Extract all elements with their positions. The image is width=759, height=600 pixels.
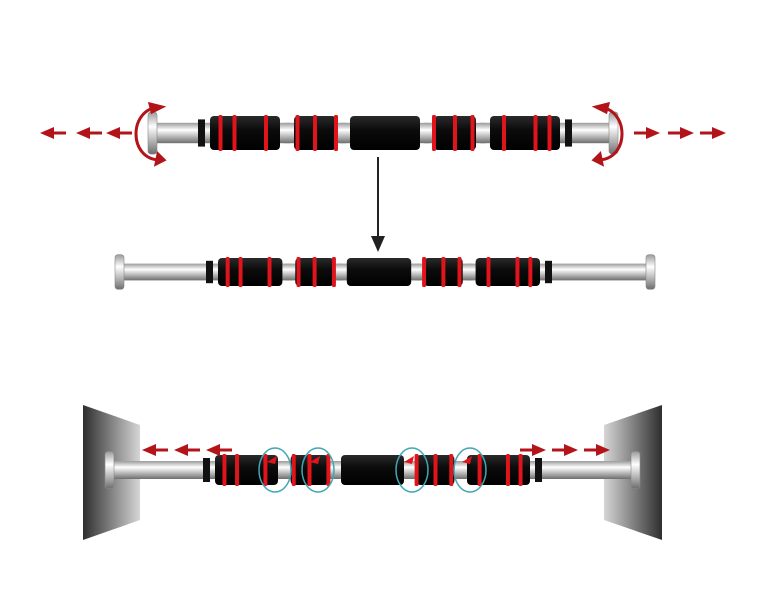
red-arrow-head [206,444,220,456]
bar-middle [114,254,656,290]
extend-left-arrows [40,127,132,139]
red-arrow-head [646,127,660,139]
red-arrow-head [712,127,726,139]
red-ring [477,454,482,486]
lock-collar [203,458,210,482]
foam-grip [210,116,280,150]
foam-grip [490,116,560,150]
foam-grip [341,455,404,485]
chrome-joint [281,461,288,479]
red-ring [295,115,300,151]
inward-arrow-icon [462,456,472,464]
red-ring [291,454,296,486]
bar-top [147,111,619,155]
chrome-joint [284,122,290,144]
red-arrow-head [596,444,610,456]
foam-grip [218,258,283,286]
spiral-loop [301,447,335,493]
red-ring [547,115,552,151]
red-ring [470,115,475,151]
chrome-joint [414,263,421,281]
inward-arrow-icon [310,456,320,464]
push-left-arrows [142,444,232,456]
red-ring [449,454,454,486]
lock-collar [535,458,542,482]
foam-grip [475,258,540,286]
red-arrow-head [680,127,694,139]
red-ring [331,257,336,287]
red-ring [505,454,510,486]
down-arrow-icon [371,157,385,252]
red-ring [264,115,268,151]
red-ring [307,454,312,486]
red-ring [453,115,457,151]
red-arrow-head [106,127,120,139]
chrome-joint [407,461,414,479]
red-ring [222,454,227,486]
chrome-joint [340,122,346,144]
red-ring [528,257,533,287]
spiral-loop [395,447,429,493]
inward-arrow-icon [404,456,414,464]
red-ring [235,454,240,486]
red-ring [414,454,419,486]
red-ring [515,257,520,287]
red-arrow-head [142,444,156,456]
spiral-loop [258,447,292,493]
chrome-joint [424,122,430,144]
red-ring [232,115,237,151]
red-arrow-head [532,444,546,456]
foam-grip [215,455,278,485]
red-ring [238,257,243,287]
lock-collar [545,260,552,284]
push-right-arrows [520,444,610,456]
red-arrow-head [40,127,54,139]
chrome-joint [285,263,292,281]
red-ring [296,257,301,287]
red-arrow-head [174,444,188,456]
red-ring [334,115,338,151]
lock-collar [206,260,213,284]
red-ring [457,257,462,287]
red-ring [225,257,230,287]
red-ring [267,257,272,287]
red-ring [326,454,331,486]
red-ring [533,115,538,151]
red-ring [313,115,317,151]
chrome-joint [457,461,464,479]
chrome-joint [466,263,473,281]
red-ring [263,454,268,486]
end-cap [630,451,641,489]
red-ring [312,257,317,287]
bar-bottom [104,451,641,489]
red-ring [218,115,223,151]
end-cap [104,451,115,489]
red-ring [518,454,523,486]
end-cap [645,254,656,290]
spiral-loop [453,447,487,493]
lock-collar [565,119,572,147]
chrome-joint [480,122,486,144]
red-ring [502,115,506,151]
red-ring [422,257,427,287]
red-arrow-head [76,127,90,139]
red-arrow-head [564,444,578,456]
spiral-grip-marks [258,447,487,493]
rotate-right-icon [591,101,624,167]
end-cap [114,254,125,290]
end-cap [147,111,158,155]
chrome-joint [337,263,344,281]
red-ring [432,115,436,151]
foam-grip [467,455,530,485]
red-ring [486,257,491,287]
lock-collar [198,119,205,147]
inward-arrow-icon [267,456,277,464]
rotate-left-icon [134,101,167,167]
red-ring [433,454,438,486]
red-ring [441,257,446,287]
extend-right-arrows [634,127,726,139]
foam-grip [350,116,420,150]
foam-grip [346,258,412,286]
